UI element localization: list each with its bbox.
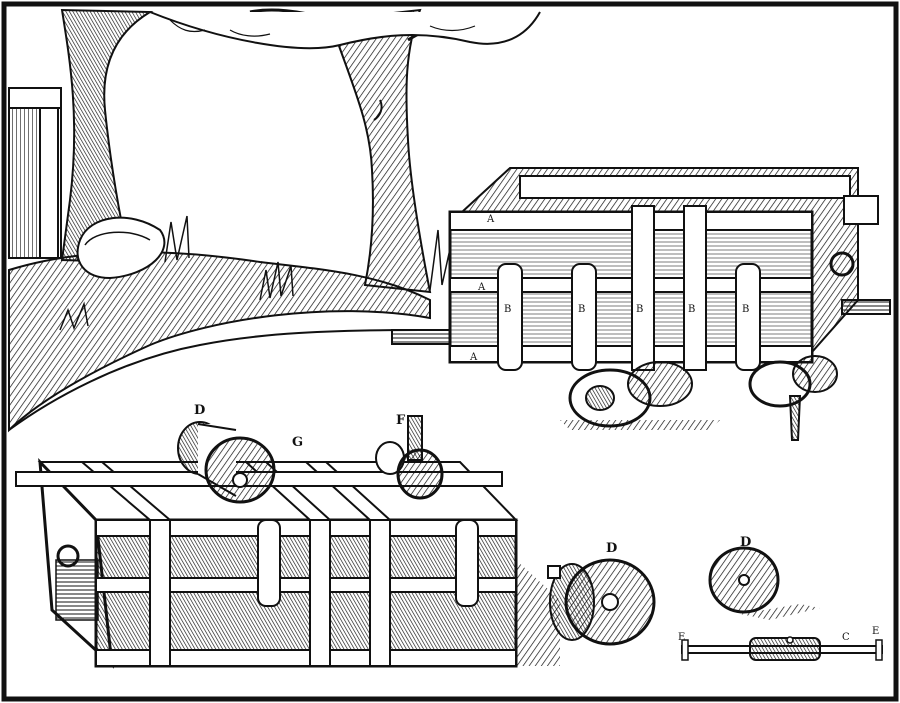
label-b-3: B	[636, 304, 643, 315]
label-e-left: E	[678, 632, 685, 643]
loose-wheel-small	[708, 546, 820, 620]
label-b-1: B	[504, 304, 511, 315]
label-b-5: B	[742, 304, 749, 315]
hut	[8, 87, 62, 259]
label-f: F	[396, 413, 406, 428]
label-a-top: A	[486, 214, 495, 225]
mine-car	[391, 167, 891, 441]
axle-rod	[681, 636, 883, 661]
label-g: G	[292, 435, 303, 450]
label-d-wheel-2: D	[740, 535, 751, 550]
label-b-2: B	[578, 304, 585, 315]
label-a-bottom: A	[469, 352, 478, 363]
label-e-right: E	[872, 626, 879, 637]
left-tree	[60, 8, 190, 280]
label-b-4: B	[688, 304, 695, 315]
label-d-wheel-1: D	[606, 541, 617, 556]
windlass-axle	[15, 415, 503, 504]
label-c: C	[842, 632, 850, 643]
label-d-drum: D	[194, 403, 205, 418]
central-tree	[149, 8, 541, 294]
ground-hill	[8, 251, 431, 433]
loose-wheel-large	[547, 558, 656, 646]
treasure-chest	[37, 457, 560, 669]
label-a-middle: A	[477, 282, 486, 293]
